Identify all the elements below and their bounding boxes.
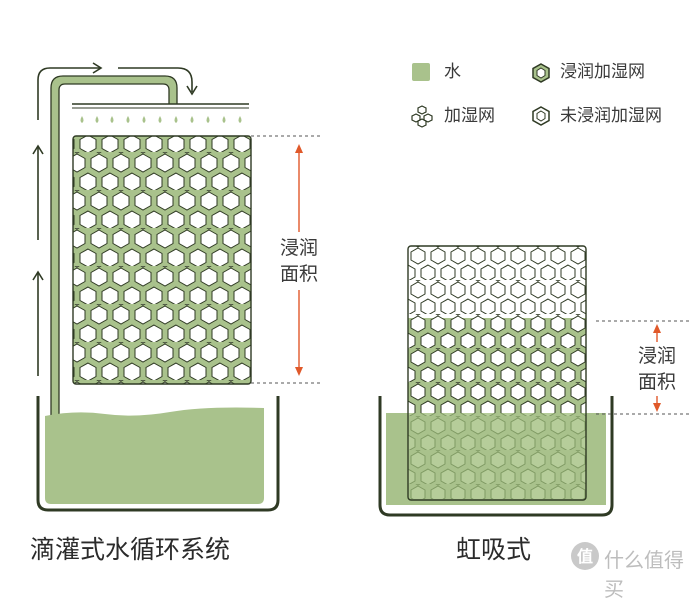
diagram-stage: 值 水 浸润加湿网 加湿网 未浸润加湿网 浸润 面积 浸润 面积 滴灌式水循环系… (30, 62, 690, 601)
right-caption: 虹吸式 (456, 535, 532, 564)
legend-mesh-label: 加湿网 (444, 106, 495, 126)
svg-text:值: 值 (577, 547, 593, 566)
legend-wet-mesh-label: 浸润加湿网 (560, 62, 645, 82)
siphon-system (378, 245, 690, 517)
tank-water (45, 407, 264, 504)
right-area-label-1: 浸润 (638, 345, 677, 367)
right-area-label-2: 面积 (638, 371, 677, 393)
legend (411, 63, 550, 128)
flow-arrows (32, 62, 198, 376)
dry-mesh-icon (532, 106, 550, 126)
left-area-label-1: 浸润 (280, 237, 319, 259)
legend-water-label: 水 (444, 62, 461, 82)
drip-system (32, 62, 330, 512)
watermark-logo-icon: 值 (571, 542, 599, 570)
mesh-icon (411, 105, 433, 128)
water-tank (36, 396, 280, 512)
circulation-pipe (51, 76, 177, 420)
wet-humidifier-mesh (72, 135, 252, 385)
watermark-text: 什么值得买 (604, 548, 684, 601)
wet-mesh-icon (532, 63, 550, 83)
left-area-label-2: 面积 (280, 263, 319, 285)
siphon-tank (378, 396, 614, 517)
legend-dry-mesh-label: 未浸润加湿网 (560, 106, 662, 126)
water-swatch (412, 63, 430, 81)
water-droplets (80, 116, 242, 123)
left-caption: 滴灌式水循环系统 (30, 535, 231, 564)
diagram-canvas: 值 (32, 62, 690, 570)
